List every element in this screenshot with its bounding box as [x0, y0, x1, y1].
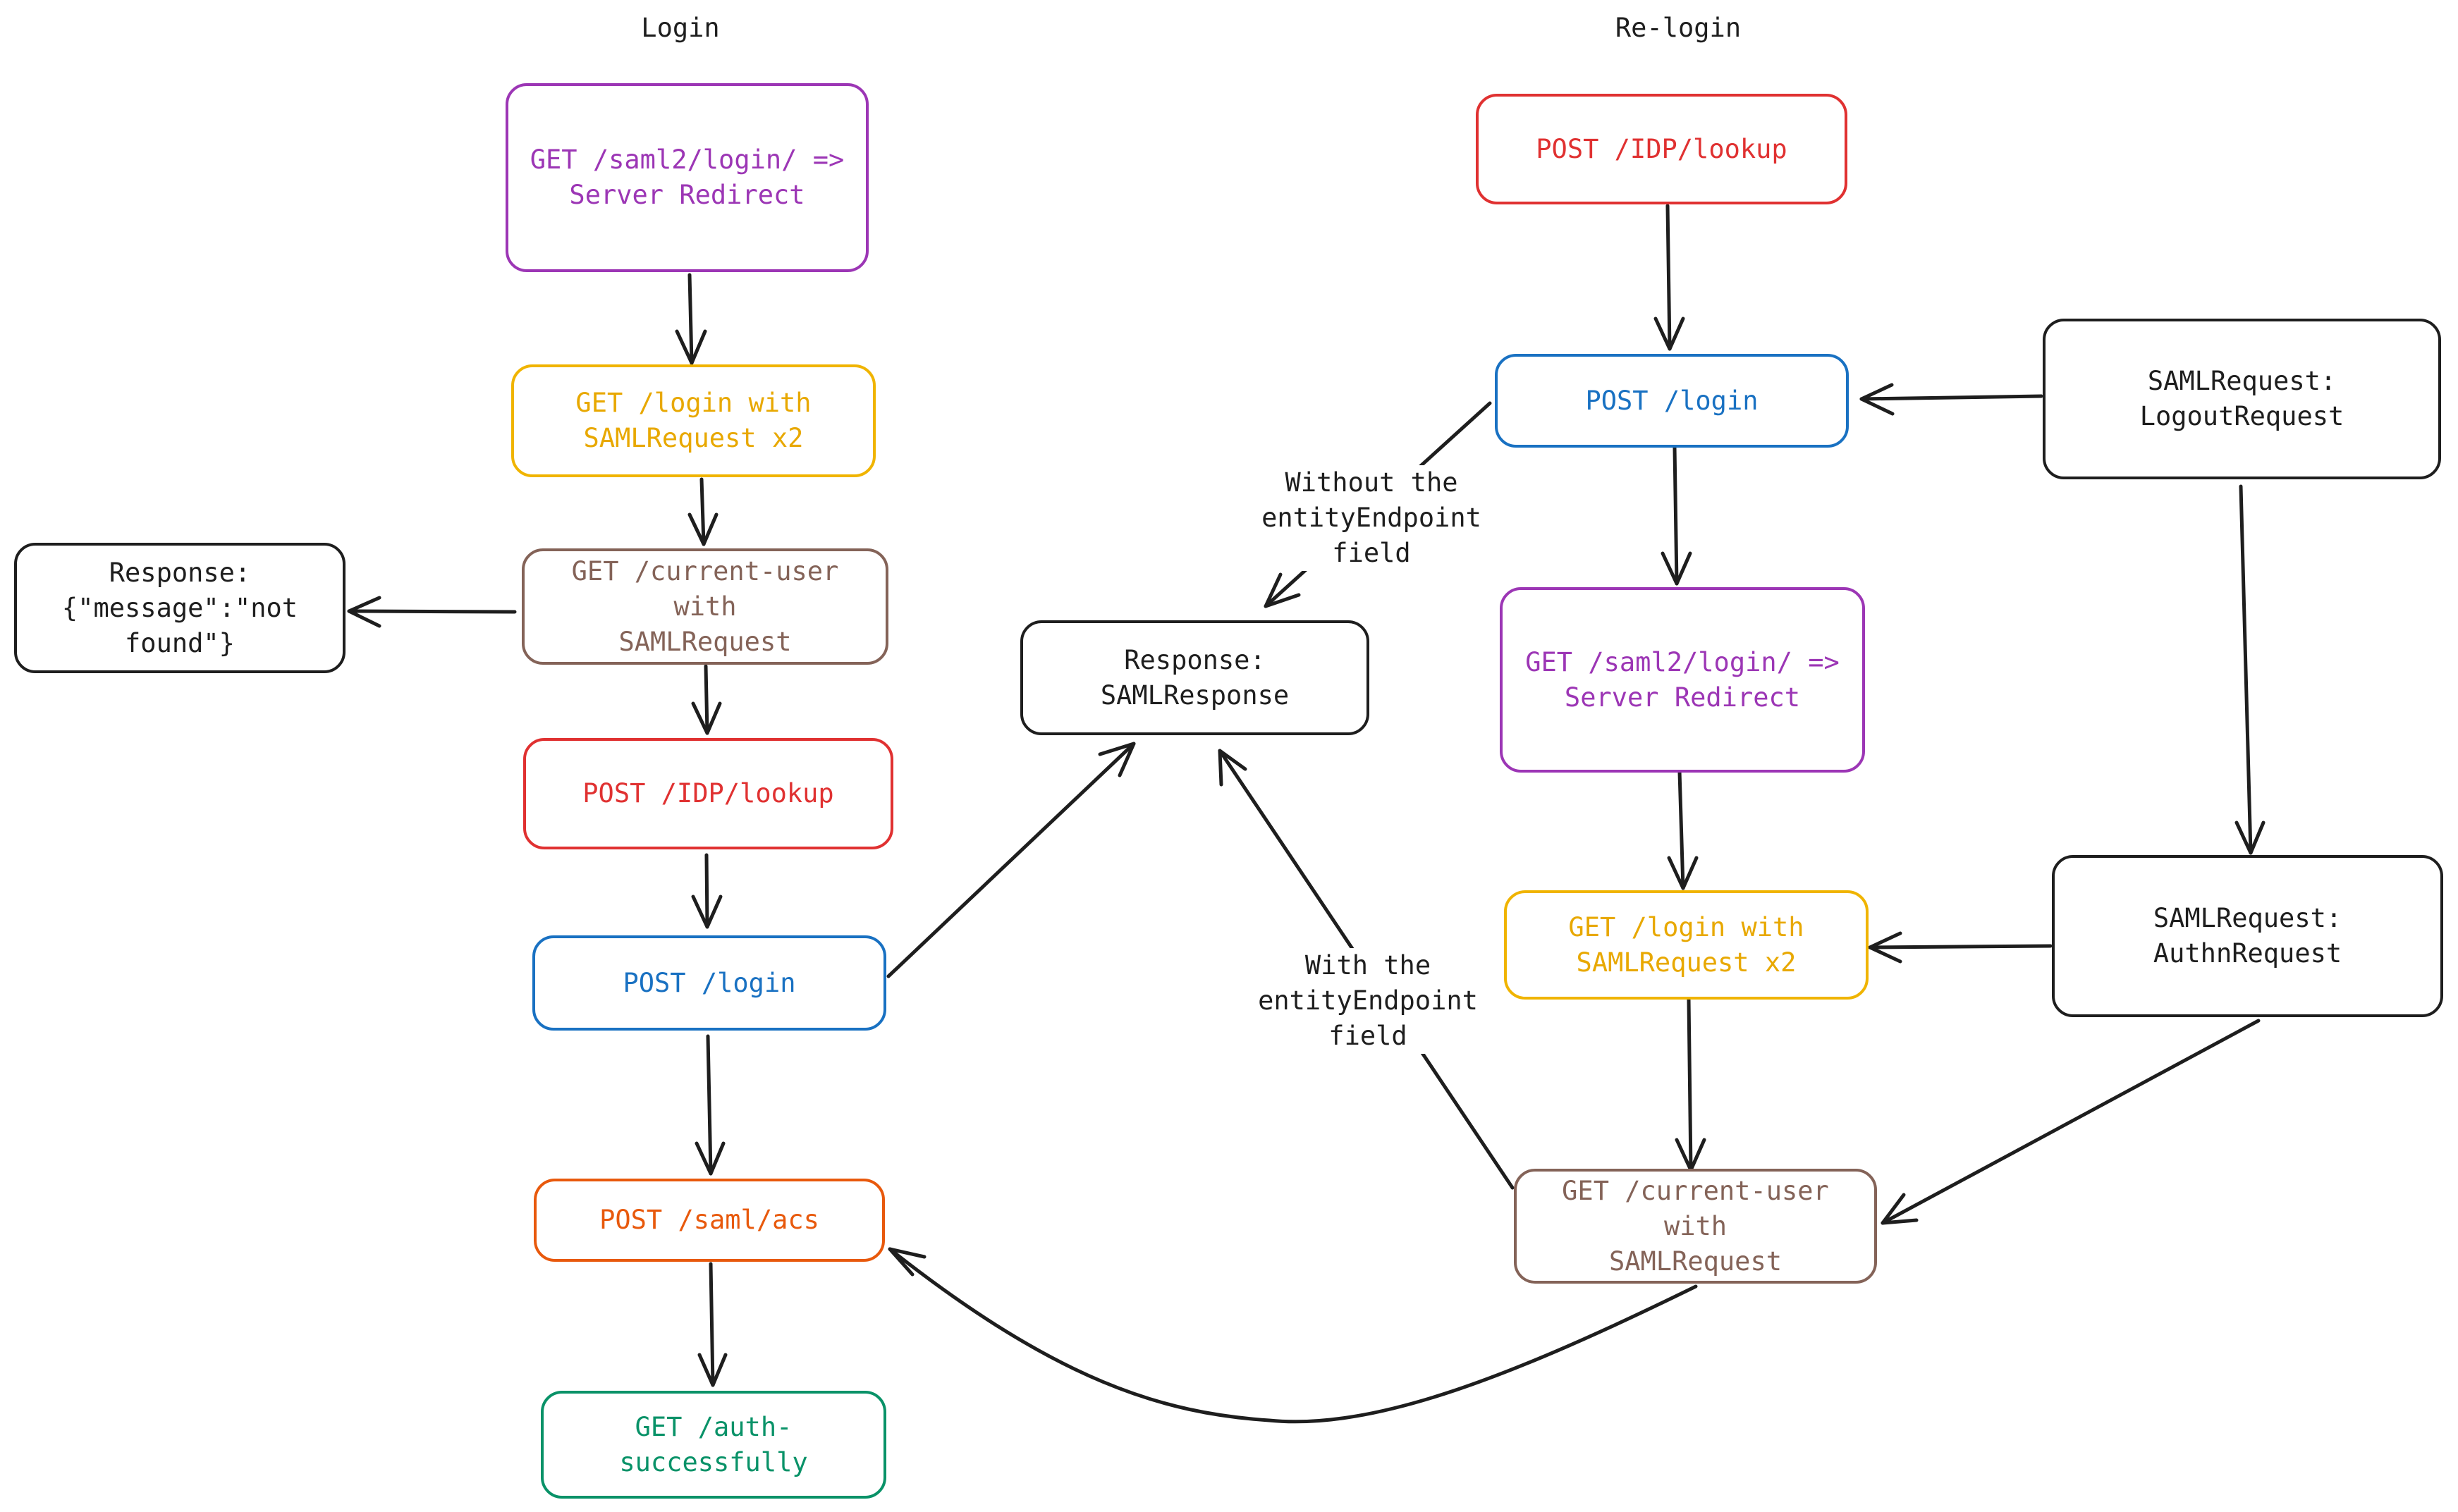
node-label: Response: {"message":"not found"}: [61, 557, 298, 658]
node-label: POST /IDP/lookup: [1536, 133, 1787, 164]
arrowhead: [1098, 742, 1136, 777]
node-label: GET /saml2/login/ => Server Redirect: [530, 145, 845, 210]
arrowhead: [1868, 931, 1902, 964]
login-idp-lookup-node[interactable]: POST /IDP/lookup: [523, 738, 893, 849]
arrow-logoutrequest-to-postlogin: [1859, 394, 2043, 401]
arrowhead: [1859, 383, 1895, 416]
node-label: GET /login with SAMLRequest x2: [1568, 911, 1804, 978]
saml-response-node[interactable]: Response: SAMLResponse: [1020, 620, 1369, 735]
login-post-login-node[interactable]: POST /login: [532, 935, 886, 1031]
node-label: GET /current-user with SAMLRequest: [1562, 1175, 1829, 1277]
login-saml2-redirect-node[interactable]: GET /saml2/login/ => Server Redirect: [506, 83, 869, 272]
node-label: POST /login: [623, 967, 796, 998]
without-entity-endpoint-label: Without the entityEndpoint field: [1220, 465, 1523, 571]
arrowhead: [675, 329, 707, 365]
arrow-authnrequest-to-currentuser: [1881, 1019, 2261, 1225]
arrow-currentuser-to-notfound: [347, 609, 517, 614]
arrow-relogin-getlogin-to-currentuser: [1687, 997, 1693, 1172]
arrow-postlogin-to-samlresponse: [886, 742, 1136, 978]
arrowhead: [888, 1247, 927, 1277]
logout-request-node[interactable]: SAMLRequest: LogoutRequest: [2043, 319, 2441, 479]
node-label: POST /login: [1585, 385, 1759, 416]
node-label: SAMLRequest: AuthnRequest: [2153, 903, 2342, 969]
arrow-saml2login-to-getlogin: [687, 273, 694, 365]
relogin-get-login-node[interactable]: GET /login with SAMLRequest x2: [1504, 890, 1869, 1000]
arrowhead: [687, 512, 719, 546]
arrowhead: [691, 895, 723, 929]
arrowhead: [1667, 856, 1699, 890]
arrowhead: [2234, 820, 2266, 855]
arrow-samlacs-to-authsuccess: [709, 1262, 715, 1387]
arrow-relogin-idplookup-to-postlogin: [1665, 204, 1672, 351]
node-label: GET /auth-successfully: [619, 1411, 808, 1477]
login-current-user-node[interactable]: GET /current-user with SAMLRequest: [522, 548, 888, 665]
arrow-relogin-postlogin-to-saml2login: [1673, 445, 1679, 586]
not-found-response-node[interactable]: Response: {"message":"not found"}: [14, 543, 346, 673]
relogin-title: Re-login: [1615, 13, 1742, 43]
node-label: POST /IDP/lookup: [582, 778, 834, 809]
arrowhead: [695, 1141, 726, 1176]
node-label: GET /login with SAMLRequest x2: [575, 388, 812, 453]
relogin-current-user-node[interactable]: GET /current-user with SAMLRequest: [1514, 1169, 1877, 1284]
arrow-authnrequest-to-getlogin: [1868, 944, 2053, 949]
arrow-relogin-currentuser-to-samlacs: [888, 1247, 1698, 1424]
arrowhead: [1218, 749, 1247, 787]
authn-request-node[interactable]: SAMLRequest: AuthnRequest: [2052, 855, 2443, 1017]
relogin-post-login-node[interactable]: POST /login: [1495, 354, 1849, 448]
login-saml-acs-node[interactable]: POST /saml/acs: [534, 1179, 885, 1262]
login-title: Login: [641, 13, 720, 43]
relogin-saml2-redirect-node[interactable]: GET /saml2/login/ => Server Redirect: [1500, 587, 1865, 773]
arrowhead: [1653, 316, 1685, 351]
login-get-login-node[interactable]: GET /login with SAMLRequest x2: [511, 364, 876, 477]
node-label: SAMLRequest: LogoutRequest: [2139, 366, 2344, 431]
arrowhead: [697, 1353, 728, 1387]
node-label: GET /current-user with SAMLRequest: [571, 555, 839, 657]
arrowhead: [1881, 1193, 1919, 1225]
arrow-currentuser-to-idplookup: [704, 664, 709, 735]
arrowhead: [1264, 572, 1301, 608]
relogin-idp-lookup-node[interactable]: POST /IDP/lookup: [1476, 94, 1847, 204]
node-label: POST /saml/acs: [599, 1205, 819, 1235]
with-entity-endpoint-label: With the entityEndpoint field: [1216, 948, 1520, 1054]
arrowhead: [1661, 551, 1692, 586]
arrowhead: [347, 596, 381, 628]
arrowhead: [691, 701, 722, 735]
arrow-getlogin-to-currentuser: [699, 477, 706, 546]
node-label: Response: SAMLResponse: [1100, 644, 1290, 711]
arrow-postlogin-to-samlacs: [706, 1034, 713, 1176]
node-label: GET /saml2/login/ => Server Redirect: [1525, 646, 1840, 713]
arrow-logoutrequest-to-authnrequest: [2239, 484, 2253, 855]
login-auth-success-node[interactable]: GET /auth-successfully: [541, 1391, 886, 1499]
arrow-relogin-saml2login-to-getlogin: [1677, 770, 1685, 890]
